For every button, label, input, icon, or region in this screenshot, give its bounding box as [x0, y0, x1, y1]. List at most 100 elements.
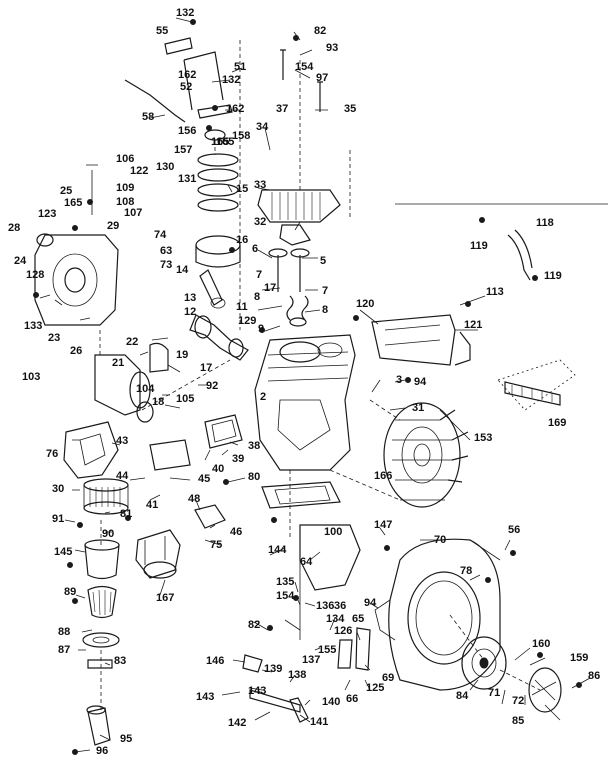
part-callout: 29: [107, 220, 120, 232]
part-callout: 30: [52, 483, 65, 495]
part-callout: 19: [176, 349, 189, 361]
part-callout: 3: [396, 374, 403, 386]
carburetor-drawing: [135, 504, 226, 579]
leader-lines: [39, 17, 591, 753]
part-callout: 25: [60, 185, 73, 197]
part-callout: 131: [178, 173, 197, 185]
part-callout: 166: [374, 470, 393, 482]
part-callout: 162: [226, 103, 245, 115]
part-callout: 55: [156, 25, 169, 37]
part-callout: 33: [254, 179, 267, 191]
part-callout: 32: [254, 216, 267, 228]
part-callout: 63: [160, 245, 173, 257]
crankcase-cover-drawing: [34, 164, 119, 326]
part-callout: 142: [228, 717, 247, 729]
air-cleaner-drawing: [63, 421, 129, 746]
part-callout: 39: [232, 453, 245, 465]
part-callout: 11: [236, 301, 248, 313]
part-callout: 162: [178, 69, 197, 81]
part-callout: 137: [302, 654, 321, 666]
part-callout: 40: [212, 463, 225, 475]
part-callout: 12: [184, 306, 197, 318]
part-callout: 144: [268, 544, 287, 556]
part-callout: 155: [318, 644, 337, 656]
part-callout: 87: [58, 644, 71, 656]
part-callout: 97: [316, 72, 329, 84]
part-callout: 143: [196, 691, 215, 703]
part-callout: 84: [456, 690, 469, 702]
part-callout: 56: [508, 524, 521, 536]
part-callout: 88: [58, 626, 71, 638]
part-callout: 165: [216, 136, 235, 148]
part-callout: 134: [326, 613, 345, 625]
part-callout: 81: [120, 508, 133, 520]
part-callout: 125: [366, 682, 385, 694]
shroud-drawing: [371, 203, 608, 411]
part-callout: 6: [252, 243, 259, 255]
part-callout: 128: [26, 269, 45, 281]
valves-drawing: [268, 49, 323, 327]
part-callout: 72: [512, 695, 525, 707]
part-callout: 132: [222, 74, 241, 86]
part-callout: 52: [180, 81, 193, 93]
part-callout: 44: [116, 470, 129, 482]
part-callout: 159: [570, 652, 589, 664]
part-callout: 28: [8, 222, 21, 234]
part-callout: 167: [156, 592, 175, 604]
part-callout: 94: [364, 597, 377, 609]
part-callout: 100: [324, 526, 343, 538]
flywheel-drawing: [383, 402, 469, 508]
part-callout: 26: [70, 345, 83, 357]
part-callout: 95: [120, 733, 133, 745]
part-callout: 65: [352, 613, 365, 625]
part-callout: 14: [176, 264, 189, 276]
part-callout: 90: [102, 528, 115, 540]
part-callout: 135: [276, 576, 295, 588]
part-callout: 9: [258, 323, 265, 335]
part-callout: 113: [486, 286, 504, 298]
part-callout: 89: [64, 586, 77, 598]
part-callout: 140: [322, 696, 341, 708]
part-callout: 76: [46, 448, 59, 460]
part-callout: 107: [124, 207, 143, 219]
part-callout: 38: [248, 440, 261, 452]
part-callout: 119: [470, 240, 488, 252]
part-callout: 64: [300, 556, 313, 568]
part-callout: 41: [146, 499, 159, 511]
part-callout: 165: [211, 136, 230, 148]
part-callout: 126: [334, 625, 353, 637]
part-callout: 122: [130, 165, 149, 177]
part-callout: 103: [22, 371, 41, 383]
part-callout: 145: [54, 546, 73, 558]
part-callout: 165: [64, 197, 83, 209]
part-callout: 23: [48, 332, 61, 344]
part-callout: 74: [154, 229, 167, 241]
part-callout: 154: [276, 590, 295, 602]
part-callout: 120: [356, 298, 375, 310]
part-callout: 35: [344, 103, 357, 115]
part-callout: 51: [234, 61, 247, 73]
part-callout: 78: [460, 565, 473, 577]
part-callout: 169: [548, 417, 567, 429]
part-callout: 17: [264, 282, 277, 294]
part-callout: 7: [322, 285, 329, 297]
part-callout: 66: [346, 693, 359, 705]
part-callout: 22: [126, 336, 139, 348]
part-callout: 75: [210, 539, 223, 551]
part-callout: 2: [260, 391, 267, 403]
part-callout: 156: [178, 125, 197, 137]
part-callout: 106: [116, 153, 135, 165]
engine-block-drawing: [254, 334, 356, 471]
part-callout: 69: [382, 672, 395, 684]
part-callout: 146: [206, 655, 225, 667]
part-callout: 147: [374, 519, 393, 531]
part-callout: 36: [334, 600, 347, 612]
part-callout: 71: [488, 687, 501, 699]
part-callout: 13: [184, 292, 197, 304]
part-callout: 7: [256, 269, 263, 281]
part-callout: 104: [136, 383, 155, 395]
part-callout: 119: [544, 270, 562, 282]
part-callout: 21: [112, 357, 125, 369]
